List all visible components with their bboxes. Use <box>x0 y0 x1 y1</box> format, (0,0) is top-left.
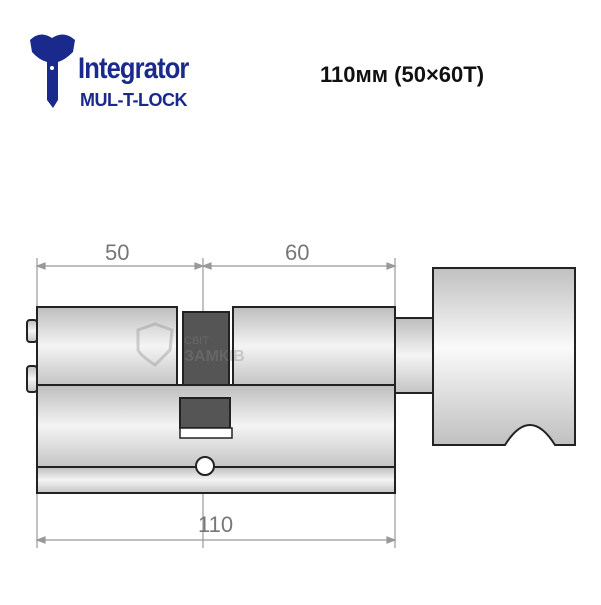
product-title: 110мм (50×60T) <box>320 62 485 87</box>
cam-top <box>182 311 230 386</box>
thumbturn-knob <box>432 267 576 446</box>
brand-name: Integrator <box>78 52 189 85</box>
dimension-total: 110 <box>198 512 234 537</box>
cam <box>179 397 231 429</box>
dimension-right: 60 <box>285 240 310 265</box>
thumbturn-shaft <box>394 317 434 394</box>
pin <box>26 365 38 393</box>
key-logo-icon <box>30 34 75 108</box>
pin <box>26 319 38 343</box>
sub-brand-name: MUL-T-LOCK <box>80 90 187 110</box>
right-plug <box>232 306 396 386</box>
svg-text:СВІТ: СВІТ <box>184 335 209 347</box>
svg-text:ЗАМКІВ: ЗАМКІВ <box>184 348 245 365</box>
watermark: СВІТ ЗАМКІВ <box>136 322 245 367</box>
dimension-lines <box>35 262 397 544</box>
mounting-hole <box>195 456 215 476</box>
cylinder-base <box>36 466 396 494</box>
left-plug <box>36 306 178 386</box>
dimension-left: 50 <box>105 240 130 265</box>
